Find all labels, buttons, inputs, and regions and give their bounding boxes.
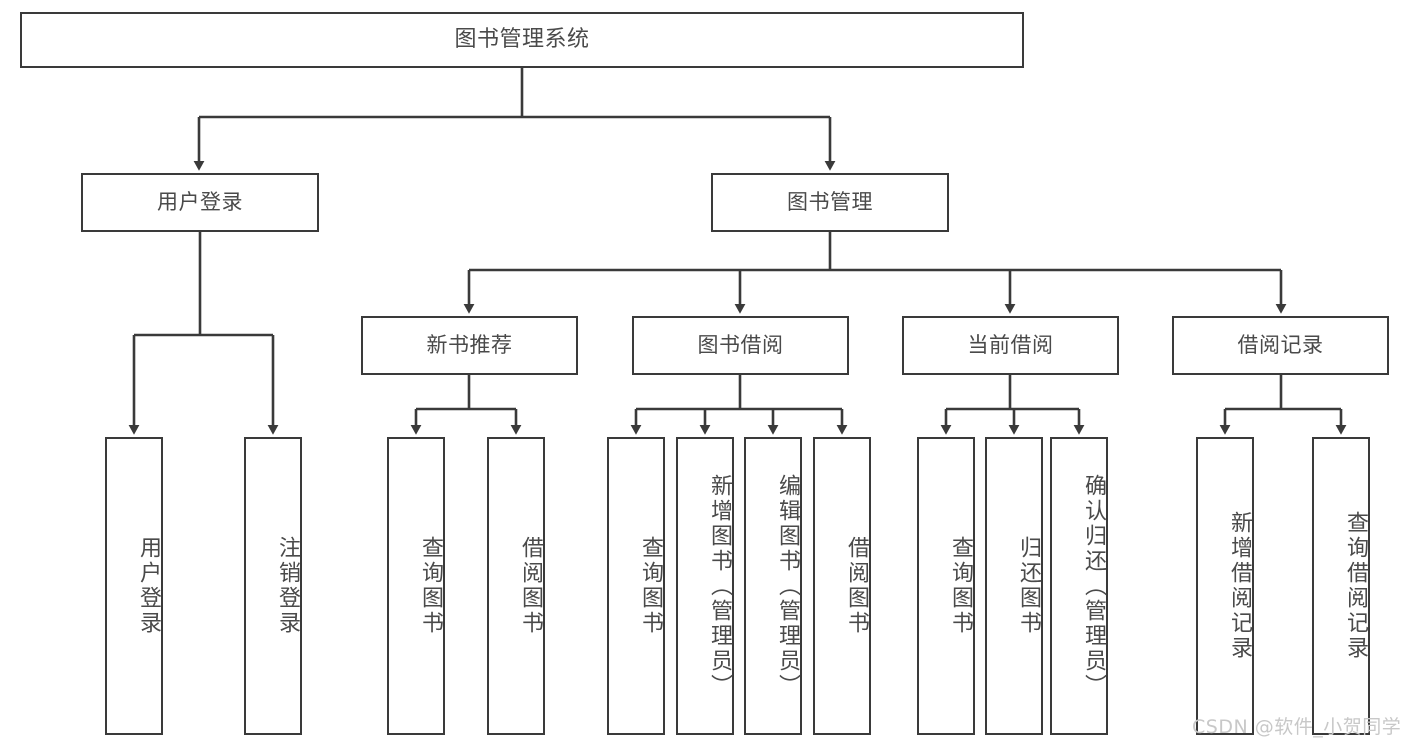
node-book-management[interactable]: 图书管理 bbox=[711, 173, 949, 232]
node-leaf-add-record[interactable]: 新增借阅记录 bbox=[1196, 437, 1254, 735]
node-leaf-query-book-3-label: 查询图书 bbox=[948, 536, 973, 636]
node-book-borrow[interactable]: 图书借阅 bbox=[632, 316, 849, 375]
node-leaf-add-book[interactable]: 新增图书（管理员） bbox=[676, 437, 734, 735]
node-leaf-borrow-book-1-label: 借阅图书 bbox=[518, 536, 543, 636]
node-leaf-query-book-1[interactable]: 查询图书 bbox=[387, 437, 445, 735]
node-borrow-record[interactable]: 借阅记录 bbox=[1172, 316, 1389, 375]
node-book-borrow-label: 图书借阅 bbox=[697, 333, 784, 358]
node-leaf-add-book-label: 新增图书（管理员） bbox=[707, 473, 732, 699]
node-root-label: 图书管理系统 bbox=[454, 27, 590, 53]
node-leaf-query-book-1-label: 查询图书 bbox=[418, 536, 443, 636]
node-leaf-confirm-return-label: 确认归还（管理员） bbox=[1081, 473, 1106, 699]
node-leaf-query-book-2-label: 查询图书 bbox=[638, 536, 663, 636]
node-leaf-confirm-return[interactable]: 确认归还（管理员） bbox=[1050, 437, 1108, 735]
node-leaf-return-book[interactable]: 归还图书 bbox=[985, 437, 1043, 735]
node-leaf-borrow-book-2-label: 借阅图书 bbox=[844, 536, 869, 636]
node-new-book-recommend-label: 新书推荐 bbox=[426, 333, 513, 358]
node-leaf-add-record-label: 新增借阅记录 bbox=[1227, 511, 1252, 661]
node-book-management-label: 图书管理 bbox=[787, 190, 873, 215]
node-leaf-return-book-label: 归还图书 bbox=[1016, 536, 1041, 636]
node-root[interactable]: 图书管理系统 bbox=[20, 12, 1024, 68]
node-leaf-edit-book-label: 编辑图书（管理员） bbox=[775, 473, 800, 699]
node-leaf-borrow-book-1[interactable]: 借阅图书 bbox=[487, 437, 545, 735]
node-leaf-query-book-2[interactable]: 查询图书 bbox=[607, 437, 665, 735]
watermark-text: CSDN @软件_小贺同学 bbox=[1192, 716, 1402, 738]
node-new-book-recommend[interactable]: 新书推荐 bbox=[361, 316, 578, 375]
node-leaf-query-record[interactable]: 查询借阅记录 bbox=[1312, 437, 1370, 735]
node-leaf-logout[interactable]: 注销登录 bbox=[244, 437, 302, 735]
node-leaf-borrow-book-2[interactable]: 借阅图书 bbox=[813, 437, 871, 735]
node-user-login[interactable]: 用户登录 bbox=[81, 173, 319, 232]
node-user-login-label: 用户登录 bbox=[157, 190, 243, 215]
node-current-borrow[interactable]: 当前借阅 bbox=[902, 316, 1119, 375]
node-leaf-user-login-label: 用户登录 bbox=[136, 536, 161, 636]
node-current-borrow-label: 当前借阅 bbox=[967, 333, 1054, 358]
node-leaf-edit-book[interactable]: 编辑图书（管理员） bbox=[744, 437, 802, 735]
node-borrow-record-label: 借阅记录 bbox=[1237, 333, 1324, 358]
node-leaf-query-record-label: 查询借阅记录 bbox=[1343, 511, 1368, 661]
node-leaf-user-login[interactable]: 用户登录 bbox=[105, 437, 163, 735]
node-leaf-query-book-3[interactable]: 查询图书 bbox=[917, 437, 975, 735]
node-leaf-logout-label: 注销登录 bbox=[275, 536, 300, 636]
